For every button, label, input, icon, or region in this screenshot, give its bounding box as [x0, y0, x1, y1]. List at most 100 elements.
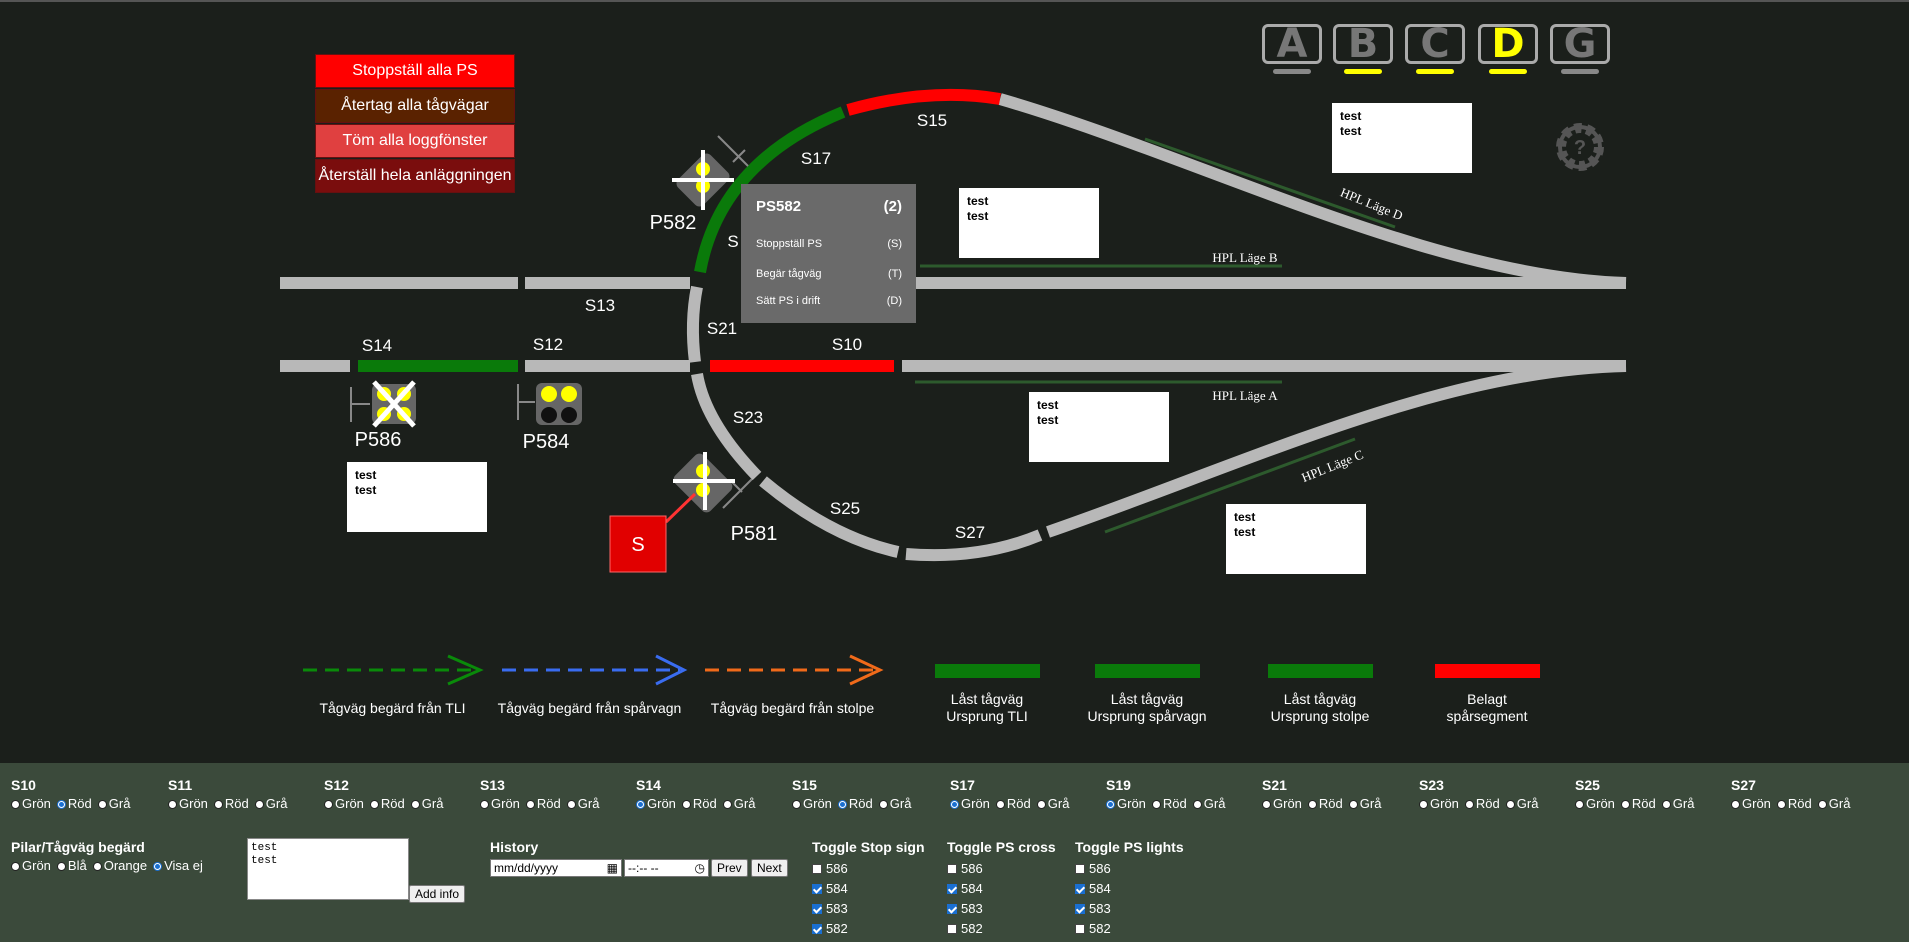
radio-button[interactable] [837, 800, 847, 809]
toggle-row[interactable]: 586 [947, 859, 1056, 879]
segment-option-grå[interactable]: Grå [410, 796, 443, 811]
withdraw-all-routes-button[interactable]: Återtag alla tågvägar [315, 89, 515, 123]
radio-button[interactable] [636, 800, 645, 809]
radio-button[interactable] [11, 800, 20, 809]
tab-g[interactable]: G [1550, 21, 1610, 67]
signal-p584[interactable] [517, 383, 582, 425]
segment-option-grå[interactable]: Grå [1192, 796, 1225, 811]
segment-option-grå[interactable]: Grå [878, 796, 911, 811]
segment-option-grå[interactable]: Grå [1505, 796, 1538, 811]
radio-button[interactable] [1151, 800, 1161, 809]
checkbox[interactable] [947, 884, 957, 894]
toggle-row[interactable]: 584 [947, 879, 1056, 899]
segment-option-grön[interactable]: Grön [11, 796, 51, 811]
checkbox[interactable] [1075, 904, 1085, 914]
toggle-row[interactable]: 584 [812, 879, 925, 899]
segment-option-grön[interactable]: Grön [1575, 796, 1615, 811]
checkbox[interactable] [812, 884, 822, 894]
radio-button[interactable] [525, 800, 535, 809]
track-hpl-c[interactable] [1046, 360, 1627, 538]
radio-button[interactable] [1192, 800, 1202, 809]
radio-button[interactable] [11, 862, 20, 871]
radio-button[interactable] [1817, 800, 1827, 809]
stop-sign[interactable]: S [609, 515, 667, 573]
arrow-option[interactable]: Grön [11, 858, 51, 873]
calendar-icon[interactable]: ▦ [606, 861, 618, 875]
checkbox[interactable] [812, 924, 822, 934]
radio-button[interactable] [324, 800, 333, 809]
tab-d[interactable]: D [1478, 21, 1538, 67]
segment-option-grön[interactable]: Grön [168, 796, 208, 811]
radio-button[interactable] [722, 800, 732, 809]
segment-option-röd[interactable]: Röd [837, 796, 873, 811]
reset-installation-button[interactable]: Återställ hela anläggningen [315, 159, 515, 193]
toggle-row[interactable]: 582 [1075, 919, 1184, 939]
toggle-row[interactable]: 582 [812, 919, 925, 939]
track-s14[interactable] [358, 360, 518, 372]
segment-option-grå[interactable]: Grå [97, 796, 130, 811]
tab-b[interactable]: B [1333, 21, 1393, 67]
segment-option-grön[interactable]: Grön [1262, 796, 1302, 811]
checkbox[interactable] [1075, 864, 1085, 874]
segment-option-grön[interactable]: Grön [1106, 796, 1146, 811]
radio-button[interactable] [410, 800, 420, 809]
radio-button[interactable] [1262, 800, 1271, 809]
radio-button[interactable] [1348, 800, 1358, 809]
checkbox[interactable] [947, 924, 957, 934]
radio-button[interactable] [168, 800, 177, 809]
segment-option-röd[interactable]: Röd [1151, 796, 1187, 811]
radio-button[interactable] [480, 800, 489, 809]
stop-all-ps-button[interactable]: Stoppställ alla PS [315, 54, 515, 88]
track-s13[interactable] [525, 277, 690, 289]
arrow-option[interactable]: Visa ej [153, 858, 203, 873]
history-next-button[interactable]: Next [751, 859, 788, 877]
segment-option-grön[interactable]: Grön [1731, 796, 1771, 811]
menu-item-enable-ps[interactable]: Sätt PS i drift(D) [756, 295, 902, 307]
radio-button[interactable] [878, 800, 888, 809]
history-date-input[interactable]: mm/dd/yyyy▦ [490, 859, 622, 877]
checkbox[interactable] [1075, 924, 1085, 934]
track-s10[interactable] [710, 360, 894, 372]
track-s27[interactable] [905, 529, 1043, 562]
signal-p581[interactable] [664, 451, 753, 524]
track-s12[interactable] [525, 360, 690, 372]
segment-option-röd[interactable]: Röd [681, 796, 717, 811]
gear-icon[interactable]: ? [1556, 123, 1604, 171]
segment-option-grå[interactable]: Grå [1661, 796, 1694, 811]
add-info-button[interactable]: Add info [409, 885, 466, 903]
toggle-row[interactable]: 584 [1075, 879, 1184, 899]
radio-button[interactable] [1620, 800, 1630, 809]
segment-option-röd[interactable]: Röd [369, 796, 405, 811]
track-s13-left[interactable] [280, 277, 518, 289]
radio-button[interactable] [1106, 800, 1115, 809]
radio-button[interactable] [1661, 800, 1671, 809]
arrow-option[interactable]: Blå [56, 858, 87, 873]
radio-button[interactable] [56, 800, 66, 809]
segment-option-grå[interactable]: Grå [722, 796, 755, 811]
toggle-row[interactable]: 586 [812, 859, 925, 879]
radio-button[interactable] [566, 800, 576, 809]
radio-button[interactable] [369, 800, 379, 809]
segment-option-grå[interactable]: Grå [1817, 796, 1850, 811]
tab-c[interactable]: C [1405, 21, 1465, 67]
radio-button[interactable] [153, 862, 163, 871]
tab-a[interactable]: A [1262, 21, 1322, 67]
menu-item-stop-ps[interactable]: Stoppställ PS(S) [756, 238, 902, 250]
radio-button[interactable] [56, 862, 66, 871]
clock-icon[interactable]: ◷ [694, 861, 705, 875]
radio-button[interactable] [1731, 800, 1740, 809]
segment-option-grön[interactable]: Grön [480, 796, 520, 811]
segment-option-röd[interactable]: Röd [1307, 796, 1343, 811]
segment-option-röd[interactable]: Röd [1464, 796, 1500, 811]
radio-button[interactable] [792, 800, 801, 809]
track-hpl-b[interactable] [905, 277, 1626, 289]
radio-button[interactable] [1776, 800, 1786, 809]
signal-p586[interactable] [350, 380, 416, 428]
segment-option-grå[interactable]: Grå [566, 796, 599, 811]
radio-button[interactable] [1464, 800, 1474, 809]
radio-button[interactable] [1419, 800, 1428, 809]
segment-option-grön[interactable]: Grön [324, 796, 364, 811]
